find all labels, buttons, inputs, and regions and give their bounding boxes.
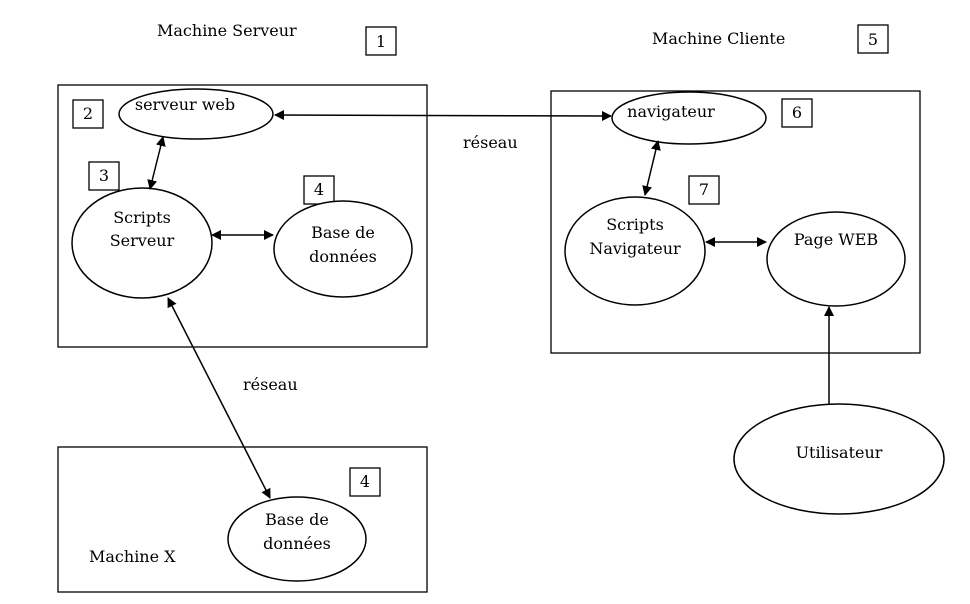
machine-x-title: Machine X <box>89 547 176 566</box>
svg-text:Page WEB: Page WEB <box>794 230 878 249</box>
svg-text:1: 1 <box>376 32 386 51</box>
marker-database: 4 <box>303 175 335 205</box>
svg-text:4: 4 <box>314 180 324 199</box>
svg-text:serveur web: serveur web <box>135 95 235 114</box>
server-machine-title: Machine Serveur <box>157 21 297 40</box>
svg-text:données: données <box>263 534 331 553</box>
svg-text:2: 2 <box>83 104 93 123</box>
arrow-browser-scripts <box>642 140 661 196</box>
svg-text:4: 4 <box>360 472 370 491</box>
svg-text:Utilisateur: Utilisateur <box>796 443 883 462</box>
arrow-webserver-browser <box>274 110 612 121</box>
client-machine-box <box>550 90 921 354</box>
marker-server-machine: 1 <box>365 26 397 56</box>
svg-text:7: 7 <box>699 180 709 199</box>
arrow-webserver-scripts <box>147 136 166 190</box>
marker-remote-database: 4 <box>349 467 381 497</box>
marker-client-machine: 5 <box>857 24 889 54</box>
svg-text:3: 3 <box>99 166 109 185</box>
svg-text:navigateur: navigateur <box>627 102 715 121</box>
database-node: Base de données <box>273 200 413 298</box>
svg-text:données: données <box>309 247 377 266</box>
remote-database-node: Base de données <box>227 496 367 582</box>
user-node: Utilisateur <box>733 403 945 515</box>
network-label-server-x: réseau <box>243 375 298 394</box>
marker-browser-scripts: 7 <box>688 175 720 205</box>
svg-text:Base de: Base de <box>311 223 375 242</box>
web-page-node: Page WEB <box>766 211 906 307</box>
client-machine-title: Machine Cliente <box>652 29 785 48</box>
browser-scripts-node: Scripts Navigateur <box>564 196 706 306</box>
arrow-scripts-remote-database <box>167 297 271 499</box>
marker-browser: 6 <box>781 98 813 128</box>
svg-text:Scripts: Scripts <box>606 215 664 234</box>
svg-text:5: 5 <box>868 30 878 49</box>
web-server-node: serveur web <box>118 88 274 140</box>
network-label-server-client: réseau <box>463 133 518 152</box>
svg-text:Serveur: Serveur <box>110 231 175 250</box>
browser-node: navigateur <box>611 91 767 145</box>
svg-text:Base de: Base de <box>265 510 329 529</box>
svg-text:Scripts: Scripts <box>113 208 171 227</box>
server-scripts-node: Scripts Serveur <box>71 187 213 299</box>
marker-web-server: 2 <box>72 99 104 129</box>
marker-server-scripts: 3 <box>88 161 120 191</box>
svg-text:Navigateur: Navigateur <box>589 239 681 258</box>
svg-text:6: 6 <box>792 103 802 122</box>
